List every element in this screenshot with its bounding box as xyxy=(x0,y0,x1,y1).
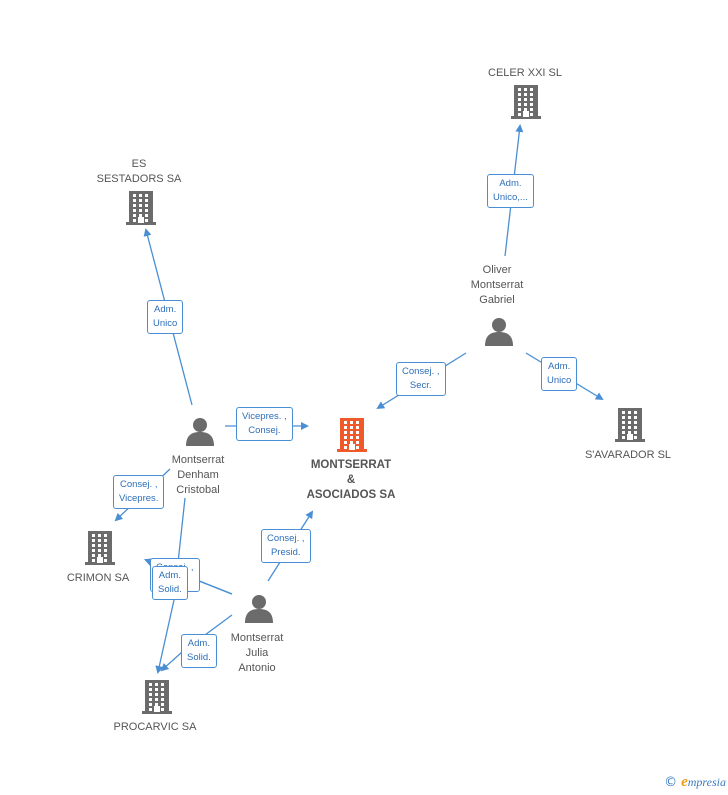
node-label-main[interactable]: MONTSERRAT & ASOCIADOS SA xyxy=(306,459,396,501)
edge-label-e2[interactable]: Adm. Unico xyxy=(147,300,184,334)
edge-label-e5[interactable]: Vicepres. , Consej. xyxy=(236,407,293,441)
building-icon-main[interactable] xyxy=(337,417,367,458)
node-label-procarvic[interactable]: PROCARVIC SA xyxy=(113,721,197,733)
building-icon-crimon[interactable] xyxy=(85,530,115,571)
person-icon-denham[interactable] xyxy=(185,416,215,451)
brand-rest: mpresia xyxy=(687,775,726,789)
node-label-denham[interactable]: Montserrat Denham Cristobal xyxy=(171,454,225,496)
node-label-julia[interactable]: Montserrat Julia Antonio xyxy=(230,632,284,674)
edge-label-e3[interactable]: Consej. , Secr. xyxy=(396,362,446,396)
copyright-icon: © xyxy=(664,775,678,790)
node-label-celer[interactable]: CELER XXI SL xyxy=(488,67,562,79)
person-icon-oliver[interactable] xyxy=(484,316,514,351)
building-icon-celer[interactable] xyxy=(511,84,541,125)
node-label-oliver[interactable]: Oliver Montserrat Gabriel xyxy=(470,264,524,306)
edge-label-e9[interactable]: Adm. Solid. xyxy=(152,566,188,600)
building-icon-es_sestadors[interactable] xyxy=(126,190,156,231)
person-icon-julia[interactable] xyxy=(244,593,274,628)
node-label-savarador[interactable]: S'AVARADOR SL xyxy=(584,449,672,461)
edge-label-e4[interactable]: Adm. Unico xyxy=(541,357,578,391)
edge-label-e7[interactable]: Consej. , Presid. xyxy=(261,529,311,563)
edge-label-e1[interactable]: Adm. Unico,... xyxy=(487,174,534,208)
edge-label-e6[interactable]: Consej. , Vicepres. xyxy=(113,475,165,509)
node-label-crimon[interactable]: CRIMON SA xyxy=(66,572,130,584)
empresia-logo[interactable]: ©empresia xyxy=(664,774,726,791)
edge-e11 xyxy=(155,497,186,674)
edge-label-e10[interactable]: Adm. Solid. xyxy=(181,634,217,668)
building-icon-savarador[interactable] xyxy=(615,407,645,448)
node-label-es_sestadors[interactable]: ES SESTADORS SA xyxy=(96,158,182,185)
building-icon-procarvic[interactable] xyxy=(142,679,172,720)
brand-e: e xyxy=(681,774,688,790)
